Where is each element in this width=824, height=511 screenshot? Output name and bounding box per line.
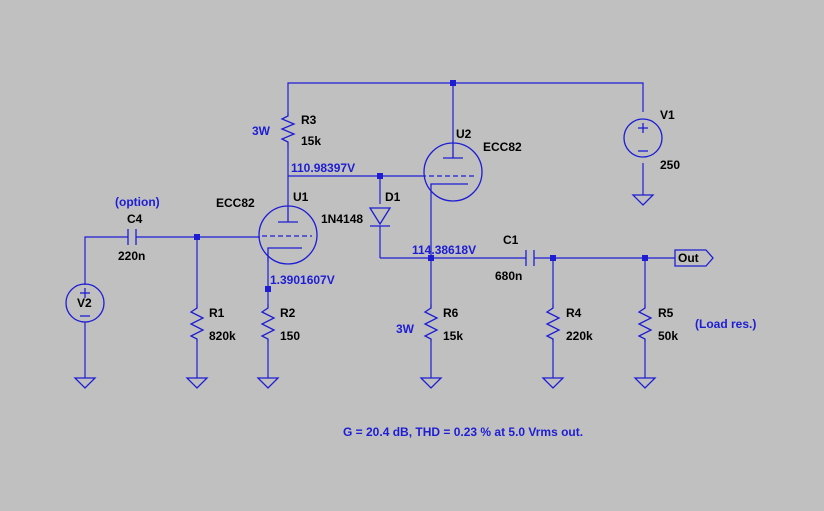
u2-cathode-voltage: 114.38618V (412, 243, 476, 257)
u1-value: ECC82 (216, 196, 255, 210)
resistor-r5-symbol[interactable] (637, 304, 653, 342)
c1-value: 680n (495, 269, 522, 283)
ground-icon (633, 377, 657, 389)
resistor-r4-symbol[interactable] (545, 304, 561, 342)
voltage-source-v1-symbol[interactable] (623, 118, 663, 158)
resistor-r3-symbol[interactable] (280, 112, 296, 147)
diode-d1-symbol[interactable] (368, 207, 392, 227)
capacitor-c4-symbol[interactable] (127, 229, 137, 245)
triode-u2-symbol[interactable] (421, 140, 483, 202)
r6-power-note: 3W (396, 322, 415, 336)
r5-value: 50k (658, 329, 678, 343)
u2-value: ECC82 (483, 140, 522, 154)
r4-label: R4 (566, 306, 582, 320)
c4-label: C4 (127, 212, 143, 226)
ground-symbols (73, 194, 657, 389)
c1-label: C1 (503, 233, 519, 247)
triode-u1-symbol[interactable] (258, 205, 318, 265)
r2-label: R2 (280, 306, 296, 320)
resistor-r2-symbol[interactable] (260, 304, 276, 342)
v1-value: 250 (660, 158, 680, 172)
r4-value: 220k (566, 329, 593, 343)
d1-label: D1 (385, 190, 401, 204)
r5-label: R5 (658, 306, 674, 320)
c4-value: 220n (118, 249, 145, 263)
ground-icon (631, 194, 655, 206)
resistor-r1-symbol[interactable] (189, 304, 205, 342)
u1-label: U1 (293, 190, 309, 204)
u1-plate-voltage: 110.98397V (291, 161, 355, 175)
ground-icon (185, 377, 209, 389)
u1-cathode-voltage: 1.3901607V (270, 273, 335, 287)
u2-label: U2 (456, 127, 472, 141)
capacitor-c1-symbol[interactable] (525, 250, 535, 266)
junction-nodes (194, 80, 648, 292)
r1-value: 820k (209, 329, 236, 343)
voltage-source-v2-symbol[interactable] (65, 283, 105, 323)
output-port-label: Out (678, 251, 699, 265)
ground-icon (256, 377, 280, 389)
r3-value: 15k (301, 134, 321, 148)
r1-label: R1 (209, 306, 225, 320)
r5-load-note: (Load res.) (695, 317, 756, 331)
output-port-flag[interactable] (674, 249, 714, 267)
r6-value: 15k (443, 329, 463, 343)
r6-label: R6 (443, 306, 459, 320)
d1-value: 1N4148 (321, 212, 363, 226)
c4-option-note: (option) (115, 195, 160, 209)
resistor-r6-symbol[interactable] (423, 304, 439, 342)
r3-label: R3 (301, 113, 317, 127)
performance-summary: G = 20.4 dB, THD = 0.23 % at 5.0 Vrms ou… (343, 425, 583, 439)
ground-icon (73, 377, 97, 389)
r3-power-note: 3W (252, 124, 271, 138)
v1-label: V1 (660, 108, 675, 122)
ground-icon (419, 377, 443, 389)
r2-value: 150 (280, 329, 300, 343)
ground-icon (541, 377, 565, 389)
v2-label: V2 (77, 296, 92, 310)
